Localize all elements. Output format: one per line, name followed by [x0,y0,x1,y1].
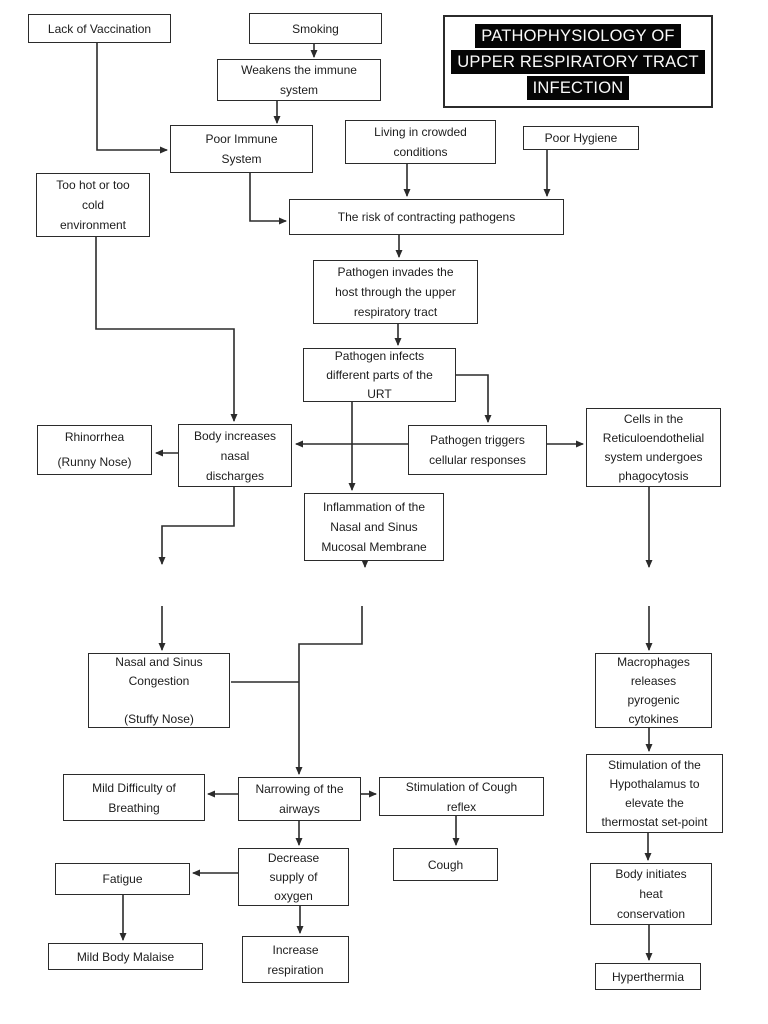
node-text: Macrophages releases pyrogenic cytokines [617,654,690,726]
node-text: Cells in the Reticuloendothelial system … [602,411,705,483]
node-decrease-oxygen-supply: Decrease supply of oxygen [238,848,349,906]
node-pathogen-triggers-cellular-responses: Pathogen triggers cellular responses [408,425,547,475]
node-pathogen-infects-urt: Pathogen infects different parts of the … [303,348,456,402]
node-text: Smoking [292,21,339,36]
node-text: Stimulation of the Hypothalamus to eleva… [601,757,708,829]
arrow-poor-immune-to-risk [249,173,287,225]
node-body-initiates-heat-conservation: Body initiates heat conservation [590,863,712,925]
node-text: Nasal and Sinus Congestion (Stuffy Nose) [115,654,203,726]
node-stimulation-hypothalamus: Stimulation of the Hypothalamus to eleva… [586,754,723,833]
title-line: UPPER RESPIRATORY TRACT [451,49,705,74]
node-nasal-sinus-congestion: Nasal and Sinus Congestion (Stuffy Nose) [88,653,230,728]
node-text: Mild Difficulty of Breathing [92,780,176,815]
node-text: Mild Body Malaise [76,949,175,964]
node-mild-difficulty-breathing: Mild Difficulty of Breathing [63,774,205,821]
arrow-pathogen-infects-to-triggers [456,374,492,423]
node-risk-of-contracting-pathogens: The risk of contracting pathogens [289,199,564,235]
node-text: The risk of contracting pathogens [337,210,516,224]
node-poor-hygiene: Poor Hygiene [523,126,639,150]
title-box: PATHOPHYSIOLOGY OF UPPER RESPIRATORY TRA… [443,15,713,108]
node-text: Fatigue [102,872,143,886]
node-pathogen-invades-host: Pathogen invades the host through the up… [313,260,478,324]
arrow-to-narrowing [295,606,363,775]
node-poor-immune-system: Poor Immune System [170,125,313,173]
node-rhinorrhea: Rhinorrhea (Runny Nose) [37,425,152,475]
node-text: Living in crowded conditions [374,125,467,159]
node-text: Inflammation of the Nasal and Sinus Muco… [321,500,427,554]
arrow-lack-vaccination-to-poor-immune [96,43,168,154]
node-mild-body-malaise: Mild Body Malaise [48,943,203,970]
node-body-increases-nasal-discharges: Body increases nasal discharges [178,424,292,487]
node-text: Body increases nasal discharges [193,428,277,483]
node-text: Weakens the immune system [241,63,357,97]
node-weakens-immune-system: Weakens the immune system [217,59,381,101]
node-text: Rhinorrhea (Runny Nose) [57,430,132,469]
node-text: Cough [427,857,464,872]
node-text: Poor Immune System [205,132,278,166]
node-macrophages-pyrogenic-cytokines: Macrophages releases pyrogenic cytokines [595,653,712,728]
node-text: Poor Hygiene [544,131,618,145]
node-text: Hyperthermia [611,969,685,984]
node-fatigue: Fatigue [55,863,190,895]
arrow-body-increases-elbow-segment [158,487,235,565]
node-stimulation-cough-reflex: Stimulation of Cough reflex [379,777,544,816]
node-reticuloendothelial-phagocytosis: Cells in the Reticuloendothelial system … [586,408,721,487]
node-text: Pathogen invades the host through the up… [335,265,456,319]
node-text: Body initiates heat conservation [615,867,687,921]
title-line: PATHOPHYSIOLOGY OF [475,23,681,48]
node-living-in-crowded-conditions: Living in crowded conditions [345,120,496,164]
node-text: Decrease supply of oxygen [267,850,320,903]
node-text: Narrowing of the airways [255,782,344,816]
node-hyperthermia: Hyperthermia [595,963,701,990]
node-cough: Cough [393,848,498,881]
node-text: Pathogen triggers cellular responses [429,433,526,467]
node-narrowing-airways: Narrowing of the airways [238,777,361,821]
node-text: Lack of Vaccination [47,21,152,36]
node-text: Stimulation of Cough reflex [405,779,518,814]
node-text: Increase respiration [267,942,324,977]
node-smoking: Smoking [249,13,382,44]
node-text: Pathogen infects different parts of the … [326,348,433,401]
arrow-too-hot-to-body-increases [95,237,238,422]
node-too-hot-or-cold-environment: Too hot or too cold environment [36,173,150,237]
title-line: INFECTION [526,75,630,100]
node-text: Too hot or too cold environment [56,178,130,232]
node-increase-respiration: Increase respiration [242,936,349,983]
node-lack-of-vaccination: Lack of Vaccination [28,14,171,43]
node-inflammation-mucosal-membrane: Inflammation of the Nasal and Sinus Muco… [304,493,444,561]
